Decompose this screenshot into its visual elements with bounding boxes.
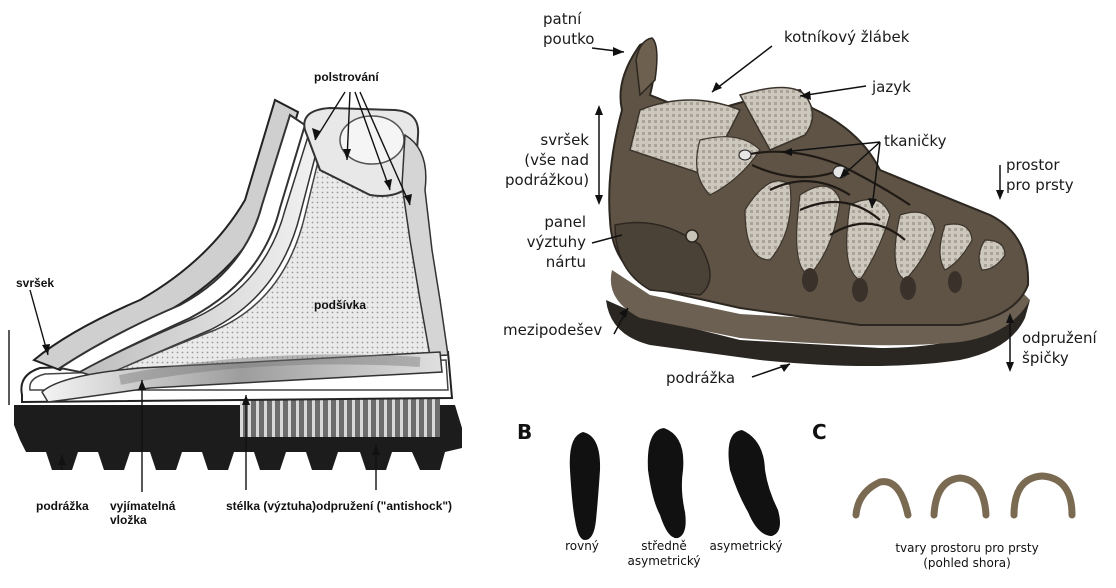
toe-shape-pointed	[856, 482, 908, 515]
toe-shape-rounded	[934, 478, 986, 515]
toe-shapes-caption: tvary prostoru pro prsty (pohled shora)	[862, 541, 1072, 571]
toe-shape-wide	[1014, 476, 1072, 515]
